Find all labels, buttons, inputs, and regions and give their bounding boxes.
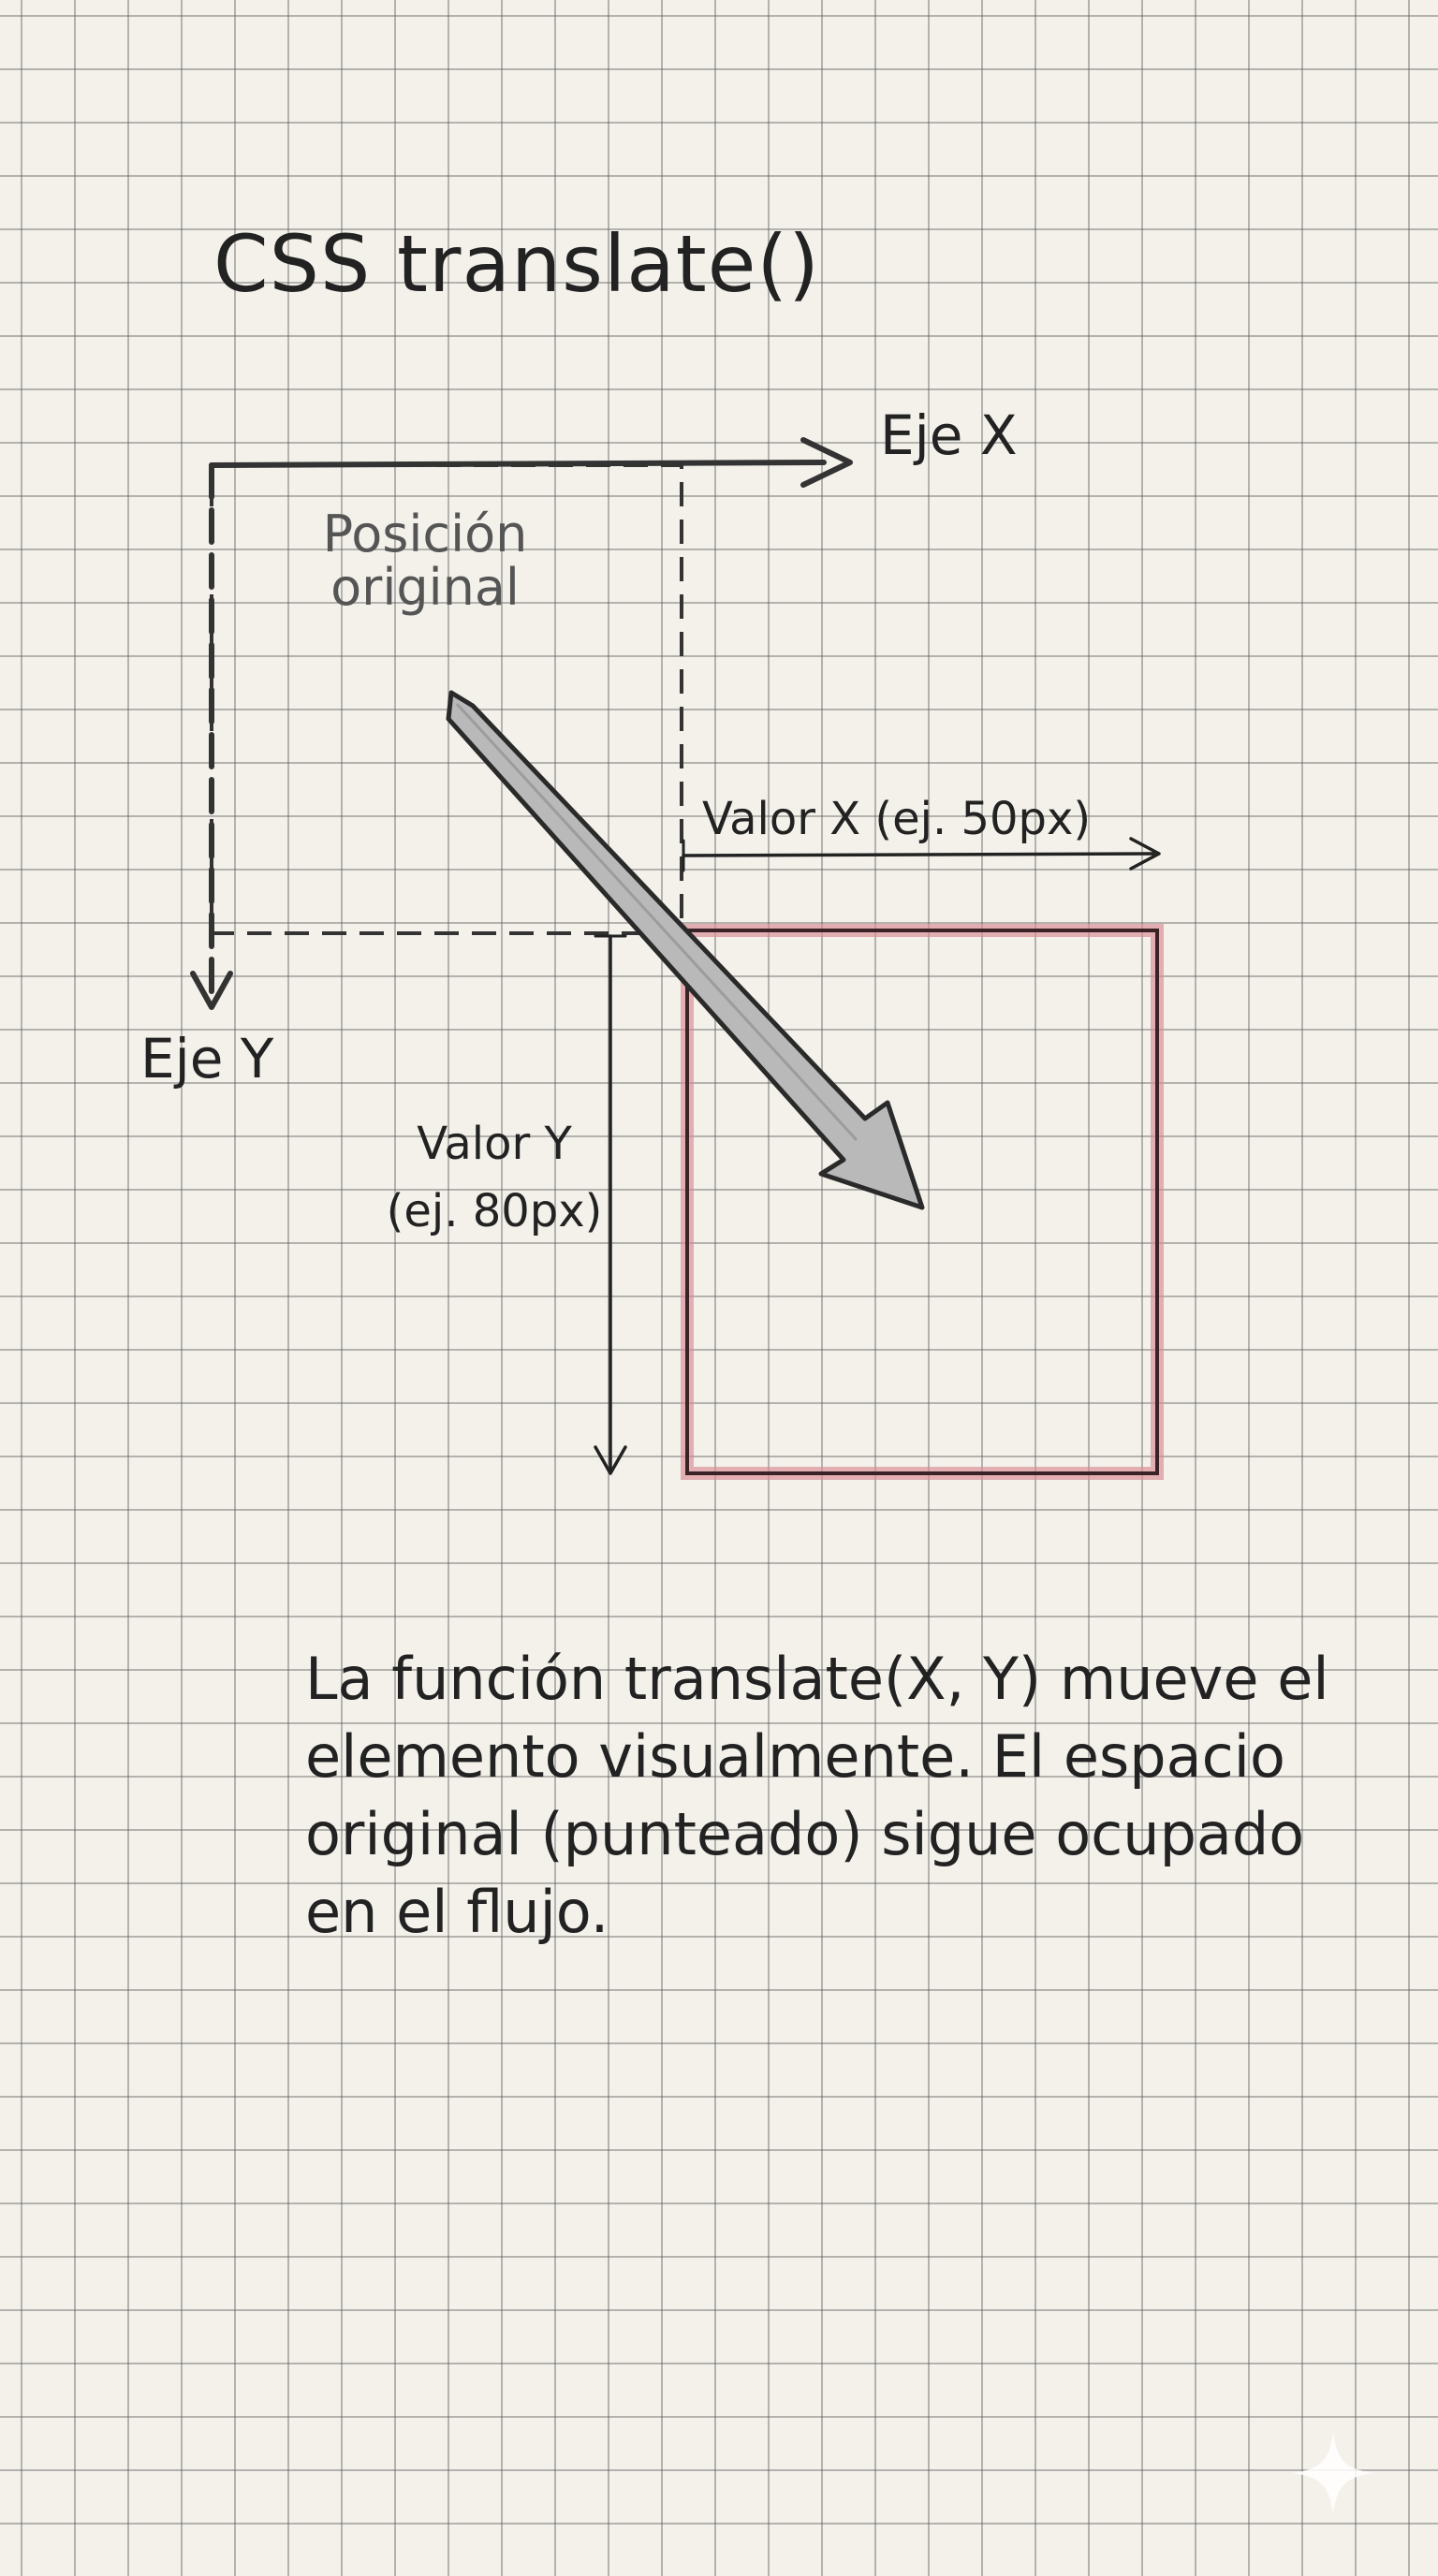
value-y-label: Valor Y (ej. 80px) bbox=[386, 1118, 603, 1237]
caption-text: La función translate(X, Y) mueve el elem… bbox=[305, 1645, 1329, 1947]
value-y-arrow bbox=[594, 934, 627, 1475]
value-x-label: Valor X (ej. 50px) bbox=[702, 793, 1092, 845]
x-axis-arrowhead-icon bbox=[800, 437, 853, 488]
original-position-label: Posición original bbox=[322, 505, 528, 618]
sparkle-icon bbox=[1291, 2431, 1375, 2515]
y-axis bbox=[190, 462, 233, 1010]
y-axis-label: Eje Y bbox=[140, 1027, 274, 1090]
value-x-arrow bbox=[682, 837, 1161, 872]
value-y-arrowhead-icon bbox=[594, 1445, 627, 1475]
x-axis-label: Eje X bbox=[880, 403, 1018, 467]
original-position-box bbox=[210, 463, 683, 935]
y-axis-arrowhead-icon bbox=[190, 971, 233, 1010]
translated-box bbox=[681, 924, 1164, 1480]
value-x-arrowhead-icon bbox=[1129, 837, 1161, 871]
x-axis bbox=[209, 437, 853, 488]
page-title: CSS translate() bbox=[213, 218, 820, 310]
translate-direction-arrow bbox=[446, 690, 925, 1210]
